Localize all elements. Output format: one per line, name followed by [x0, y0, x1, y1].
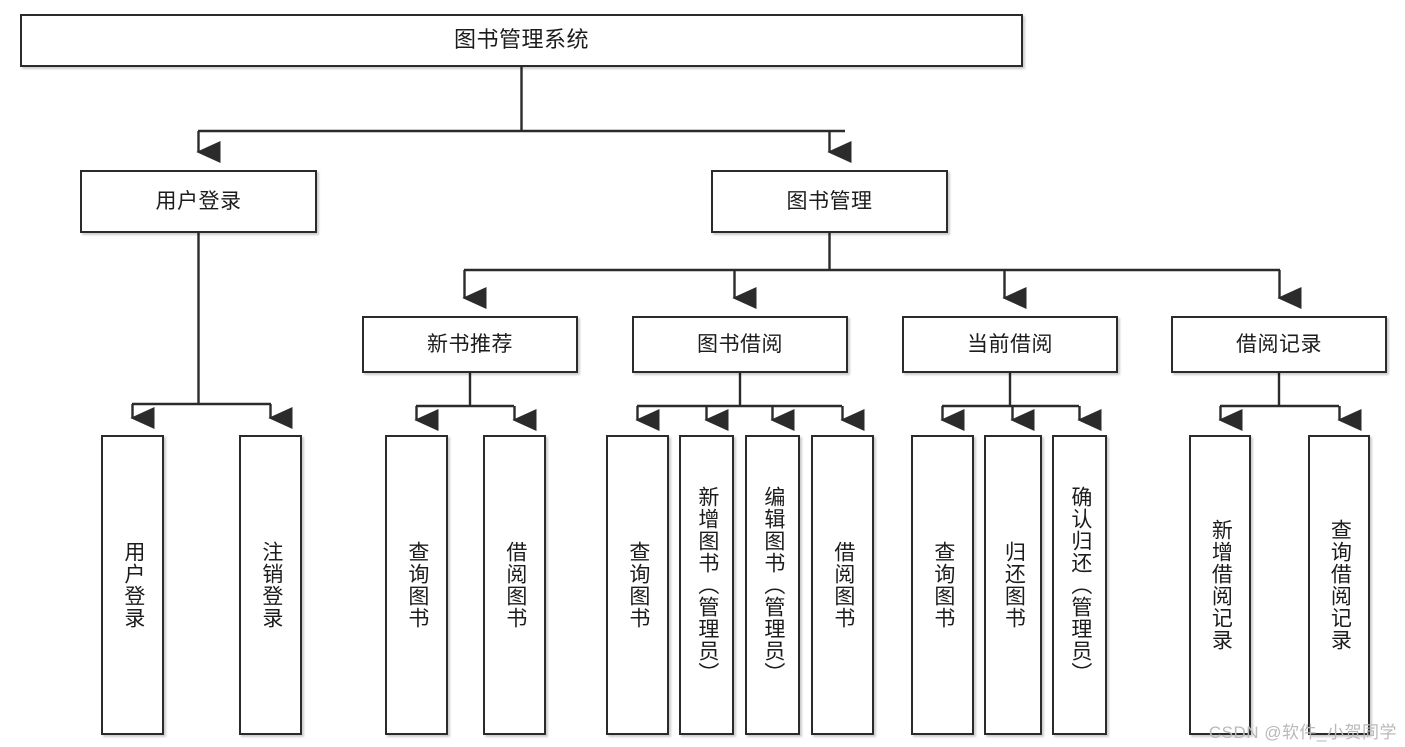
node-book-manage-label: 图书管理 — [786, 189, 873, 213]
node-book-borrow-label: 图书借阅 — [697, 332, 783, 356]
node-leaf-edit-book-label: 编辑图书（管理员） — [761, 486, 785, 684]
node-leaf-add-book-label: 新增图书（管理员） — [695, 486, 719, 684]
node-current-borrow[interactable]: 当前借阅 — [902, 316, 1118, 373]
node-leaf-query-record-label: 查询借阅记录 — [1328, 519, 1352, 651]
node-leaf-return-book-label: 归还图书 — [1002, 541, 1026, 629]
node-leaf-edit-book[interactable]: 编辑图书（管理员） — [745, 435, 800, 735]
node-leaf-confirm-return[interactable]: 确认归还（管理员） — [1052, 435, 1107, 735]
node-leaf-add-record-label: 新增借阅记录 — [1209, 519, 1233, 651]
node-leaf-confirm-return-label: 确认归还（管理员） — [1068, 486, 1092, 684]
node-leaf-borrow-book-1[interactable]: 借阅图书 — [483, 435, 546, 735]
node-current-borrow-label: 当前借阅 — [967, 332, 1053, 356]
node-borrow-record-label: 借阅记录 — [1236, 332, 1322, 356]
node-leaf-logout[interactable]: 注销登录 — [239, 435, 302, 735]
node-book-borrow[interactable]: 图书借阅 — [632, 316, 848, 373]
node-leaf-query-record[interactable]: 查询借阅记录 — [1308, 435, 1370, 735]
node-leaf-query-book-1[interactable]: 查询图书 — [385, 435, 448, 735]
node-new-book-recommend-label: 新书推荐 — [427, 332, 513, 356]
node-leaf-add-book[interactable]: 新增图书（管理员） — [679, 435, 734, 735]
node-user-login-label: 用户登录 — [155, 189, 242, 213]
node-user-login[interactable]: 用户登录 — [80, 170, 317, 233]
node-leaf-borrow-book-2[interactable]: 借阅图书 — [811, 435, 874, 735]
node-book-manage[interactable]: 图书管理 — [711, 170, 948, 233]
node-new-book-recommend[interactable]: 新书推荐 — [362, 316, 578, 373]
node-leaf-query-book-1-label: 查询图书 — [405, 541, 429, 629]
node-root[interactable]: 图书管理系统 — [20, 14, 1023, 67]
node-leaf-add-record[interactable]: 新增借阅记录 — [1189, 435, 1251, 735]
node-leaf-user-login[interactable]: 用户登录 — [101, 435, 164, 735]
node-leaf-return-book[interactable]: 归还图书 — [984, 435, 1042, 735]
node-leaf-user-login-label: 用户登录 — [121, 541, 145, 629]
node-borrow-record[interactable]: 借阅记录 — [1171, 316, 1387, 373]
node-leaf-logout-label: 注销登录 — [259, 541, 283, 629]
node-root-label: 图书管理系统 — [453, 27, 589, 53]
node-leaf-query-book-3[interactable]: 查询图书 — [911, 435, 974, 735]
node-leaf-borrow-book-1-label: 借阅图书 — [503, 541, 527, 629]
node-leaf-query-book-2[interactable]: 查询图书 — [606, 435, 669, 735]
node-leaf-query-book-3-label: 查询图书 — [931, 541, 955, 629]
node-leaf-query-book-2-label: 查询图书 — [626, 541, 650, 629]
node-leaf-borrow-book-2-label: 借阅图书 — [831, 541, 855, 629]
